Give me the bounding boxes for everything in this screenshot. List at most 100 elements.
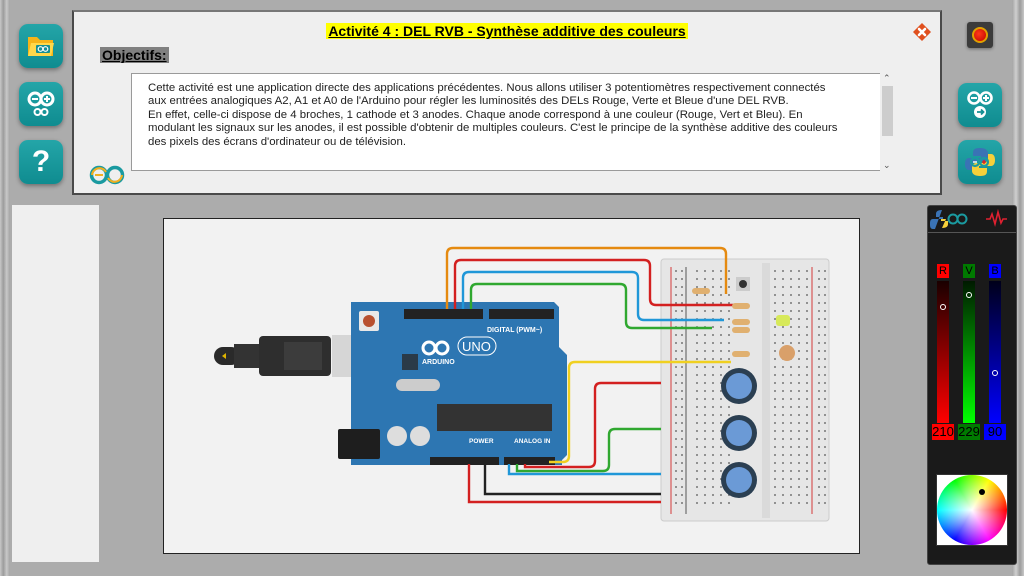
- breadboard-hole: [712, 478, 714, 480]
- arduino-ide-button[interactable]: [19, 82, 63, 126]
- breadboard-hole: [806, 462, 808, 464]
- breadboard-hole: [806, 358, 808, 360]
- breadboard-hole: [774, 446, 776, 448]
- breadboard-hole: [774, 478, 776, 480]
- breadboard-hole: [675, 502, 677, 504]
- left-side-area: [12, 205, 99, 562]
- breadboard-hole: [774, 470, 776, 472]
- breadboard-hole: [818, 446, 820, 448]
- breadboard-hole: [696, 278, 698, 280]
- breadboard-hole: [728, 502, 730, 504]
- breadboard-hole: [681, 430, 683, 432]
- description-scrollbar[interactable]: ⌃ ⌄: [880, 73, 896, 171]
- channel-label-b: B: [989, 264, 1001, 278]
- breadboard-hole: [681, 342, 683, 344]
- breadboard-hole: [790, 342, 792, 344]
- breadboard-hole: [712, 302, 714, 304]
- wire-blue-a0: [507, 464, 661, 476]
- channel-slider-b[interactable]: [989, 281, 1001, 423]
- breadboard-hole: [704, 294, 706, 296]
- python-button[interactable]: [958, 140, 1002, 184]
- breadboard-hole: [675, 494, 677, 496]
- breadboard-hole: [798, 326, 800, 328]
- help-button[interactable]: ?: [19, 140, 63, 184]
- breadboard-hole: [681, 294, 683, 296]
- open-folder-button[interactable]: [19, 24, 63, 68]
- slider-handle[interactable]: [940, 303, 946, 310]
- wire-black-gnd: [483, 464, 661, 496]
- breadboard-hole: [806, 486, 808, 488]
- breadboard-hole: [720, 286, 722, 288]
- channel-slider-r[interactable]: [937, 281, 949, 423]
- breadboard-hole: [798, 430, 800, 432]
- breadboard-hole: [675, 342, 677, 344]
- breadboard-hole: [824, 278, 826, 280]
- breadboard-hole: [696, 414, 698, 416]
- breadboard-hole: [704, 366, 706, 368]
- breadboard-hole: [798, 454, 800, 456]
- channel-label-r: R: [937, 264, 949, 278]
- scroll-thumb[interactable]: [882, 86, 893, 136]
- breadboard-hole: [696, 430, 698, 432]
- breadboard-hole: [782, 462, 784, 464]
- breadboard-hole: [818, 310, 820, 312]
- slider-handle[interactable]: [966, 292, 972, 299]
- signal-wave-icon[interactable]: [986, 208, 1007, 228]
- scroll-up-icon[interactable]: ⌃: [883, 73, 891, 83]
- breadboard-hole: [720, 502, 722, 504]
- breadboard-hole: [790, 422, 792, 424]
- breadboard-hole: [712, 358, 714, 360]
- breadboard-hole: [681, 462, 683, 464]
- breadboard-hole: [818, 502, 820, 504]
- breadboard-hole: [782, 446, 784, 448]
- breadboard-hole: [712, 342, 714, 344]
- channel-value-v: 229: [958, 424, 980, 440]
- scroll-down-icon[interactable]: ⌄: [883, 160, 891, 170]
- wire-red-a2: [523, 381, 661, 469]
- breadboard-hole: [681, 502, 683, 504]
- activity-title: Activité 4 : DEL RVB - Synthèse additive…: [326, 23, 688, 39]
- channel-value-r: 210: [932, 424, 954, 440]
- breadboard-hole: [720, 270, 722, 272]
- breadboard-hole: [681, 422, 683, 424]
- breadboard-hole: [712, 366, 714, 368]
- breadboard-hole: [824, 326, 826, 328]
- close-diamond-icon[interactable]: [912, 22, 932, 42]
- breadboard-hole: [675, 454, 677, 456]
- breadboard-hole: [704, 414, 706, 416]
- breadboard-hole: [720, 366, 722, 368]
- breadboard-hole: [798, 270, 800, 272]
- channel-slider-v[interactable]: [963, 281, 975, 423]
- description-line: des pixels des écrans d'ordinateur ou de…: [148, 135, 406, 148]
- breadboard-hole: [675, 422, 677, 424]
- breadboard-hole: [790, 454, 792, 456]
- rgb-led: [776, 315, 790, 326]
- breadboard-hole: [824, 286, 826, 288]
- breadboard-hole: [798, 358, 800, 360]
- breadboard-hole: [704, 494, 706, 496]
- color-wheel[interactable]: [937, 475, 1007, 545]
- breadboard-hole: [824, 422, 826, 424]
- breadboard-hole: [790, 310, 792, 312]
- breadboard-hole: [704, 422, 706, 424]
- breadboard-hole: [824, 470, 826, 472]
- breadboard-hole: [824, 454, 826, 456]
- analog-label: ANALOG IN: [514, 438, 551, 445]
- breadboard-hole: [774, 382, 776, 384]
- color-wheel-cursor[interactable]: [979, 489, 985, 495]
- breadboard-hole: [798, 486, 800, 488]
- breadboard-hole: [818, 326, 820, 328]
- slider-handle[interactable]: [992, 370, 998, 377]
- breadboard-hole: [818, 494, 820, 496]
- breadboard-hole: [782, 414, 784, 416]
- upload-button[interactable]: [958, 83, 1002, 127]
- breadboard-hole: [806, 374, 808, 376]
- resistors: [692, 288, 750, 357]
- arduino-logo-icon: [89, 165, 125, 185]
- python-arduino-icon: [965, 148, 995, 176]
- breadboard-hole: [798, 310, 800, 312]
- color-picker-box[interactable]: [936, 474, 1008, 546]
- stop-button[interactable]: [967, 22, 993, 48]
- question-icon: ?: [31, 145, 51, 178]
- breadboard-hole: [675, 486, 677, 488]
